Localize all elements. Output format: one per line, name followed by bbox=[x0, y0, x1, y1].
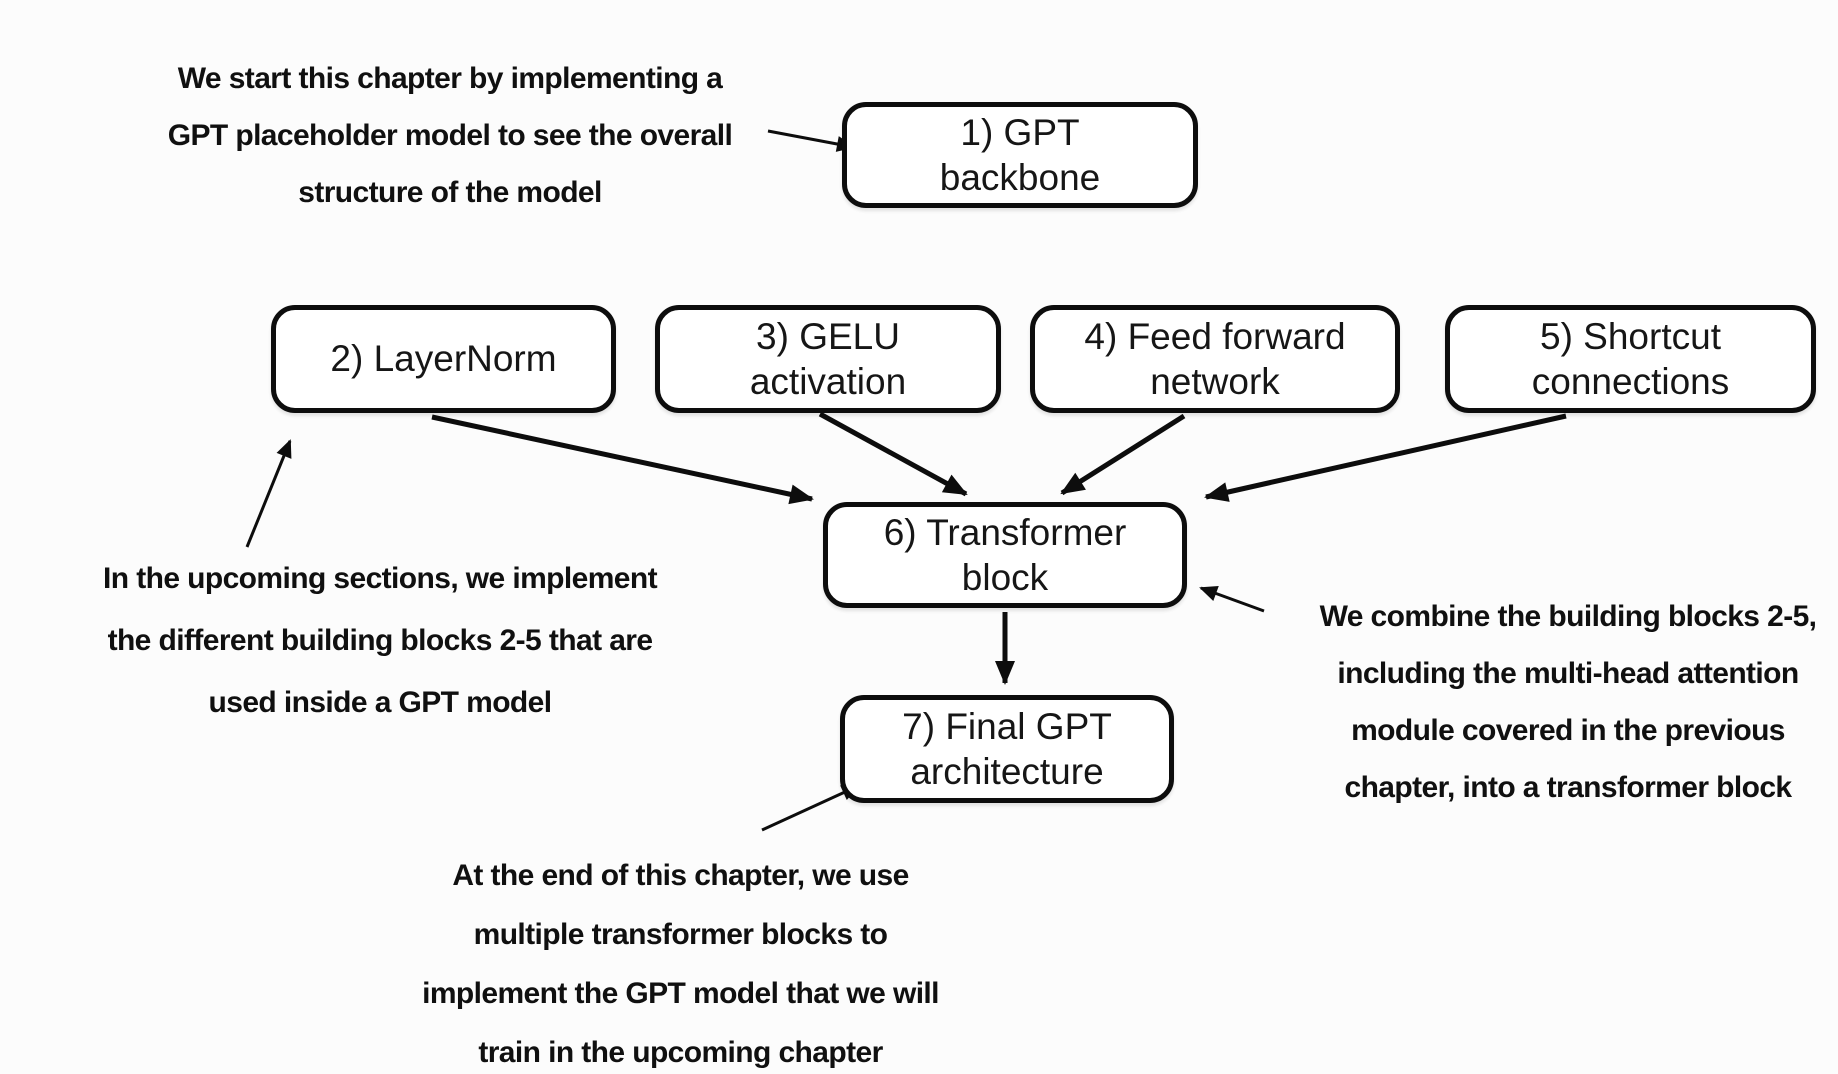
arrow-note-to-transformer-block bbox=[1199, 585, 1265, 613]
box-label: connections bbox=[1531, 361, 1730, 402]
note-line: including the multi-head attention bbox=[1337, 657, 1799, 690]
box-label: 4) Feed forward bbox=[1084, 315, 1346, 357]
box-shortcut-connections: 5) Shortcut connections bbox=[1445, 305, 1816, 413]
note-mid-left: In the upcoming sections, we implement t… bbox=[80, 548, 680, 734]
note-line: chapter, into a transformer block bbox=[1344, 771, 1793, 804]
box-label: 5) Shortcut bbox=[1540, 315, 1721, 357]
box-label: 2) LayerNorm bbox=[330, 338, 557, 380]
arrow-shortcut-to-transformer-block bbox=[1204, 413, 1567, 502]
note-line: We start this chapter by implementing a bbox=[177, 62, 723, 95]
note-line: implement the GPT model that we will bbox=[422, 977, 939, 1010]
note-line: structure of the model bbox=[298, 176, 602, 209]
box-label: architecture bbox=[910, 751, 1104, 792]
note-line: train in the upcoming chapter bbox=[478, 1036, 883, 1069]
arrow-feed-forward-to-transformer-block bbox=[1060, 413, 1186, 496]
note-line: module covered in the previous bbox=[1351, 714, 1785, 747]
box-label: 3) GELU bbox=[756, 315, 900, 357]
note-bottom: At the end of this chapter, we use multi… bbox=[398, 846, 963, 1074]
box-transformer-block: 6) Transformer block bbox=[823, 502, 1187, 608]
box-label: network bbox=[1150, 361, 1280, 402]
box-label: block bbox=[961, 557, 1049, 598]
box-gelu-activation: 3) GELU activation bbox=[655, 305, 1001, 413]
note-line: used inside a GPT model bbox=[208, 686, 553, 719]
note-line: At the end of this chapter, we use bbox=[452, 859, 909, 892]
note-line: the different building blocks 2-5 that a… bbox=[107, 624, 653, 657]
box-label: activation bbox=[749, 361, 907, 402]
box-label: 7) Final GPT bbox=[902, 705, 1112, 747]
note-top-left: We start this chapter by implementing a … bbox=[150, 50, 750, 221]
box-gpt-backbone: 1) GPT backbone bbox=[842, 102, 1198, 208]
box-layernorm: 2) LayerNorm bbox=[271, 305, 616, 413]
note-line: We combine the building blocks 2-5, bbox=[1319, 600, 1817, 633]
note-line: GPT placeholder model to see the overall bbox=[167, 119, 733, 152]
arrow-layernorm-to-transformer-block bbox=[431, 414, 814, 505]
box-final-gpt-architecture: 7) Final GPT architecture bbox=[840, 695, 1174, 803]
box-label: 6) Transformer bbox=[883, 511, 1127, 553]
arrow-gelu-to-transformer-block bbox=[818, 411, 968, 497]
note-line: multiple transformer blocks to bbox=[473, 918, 888, 951]
note-right: We combine the building blocks 2-5, incl… bbox=[1288, 588, 1838, 816]
box-label: backbone bbox=[939, 157, 1101, 198]
box-feed-forward-network: 4) Feed forward network bbox=[1030, 305, 1400, 413]
arrow-note-to-gpt-backbone bbox=[767, 129, 855, 152]
arrow-note-to-layernorm bbox=[245, 439, 292, 548]
note-line: In the upcoming sections, we implement bbox=[103, 562, 658, 595]
box-label: 1) GPT bbox=[960, 111, 1080, 153]
